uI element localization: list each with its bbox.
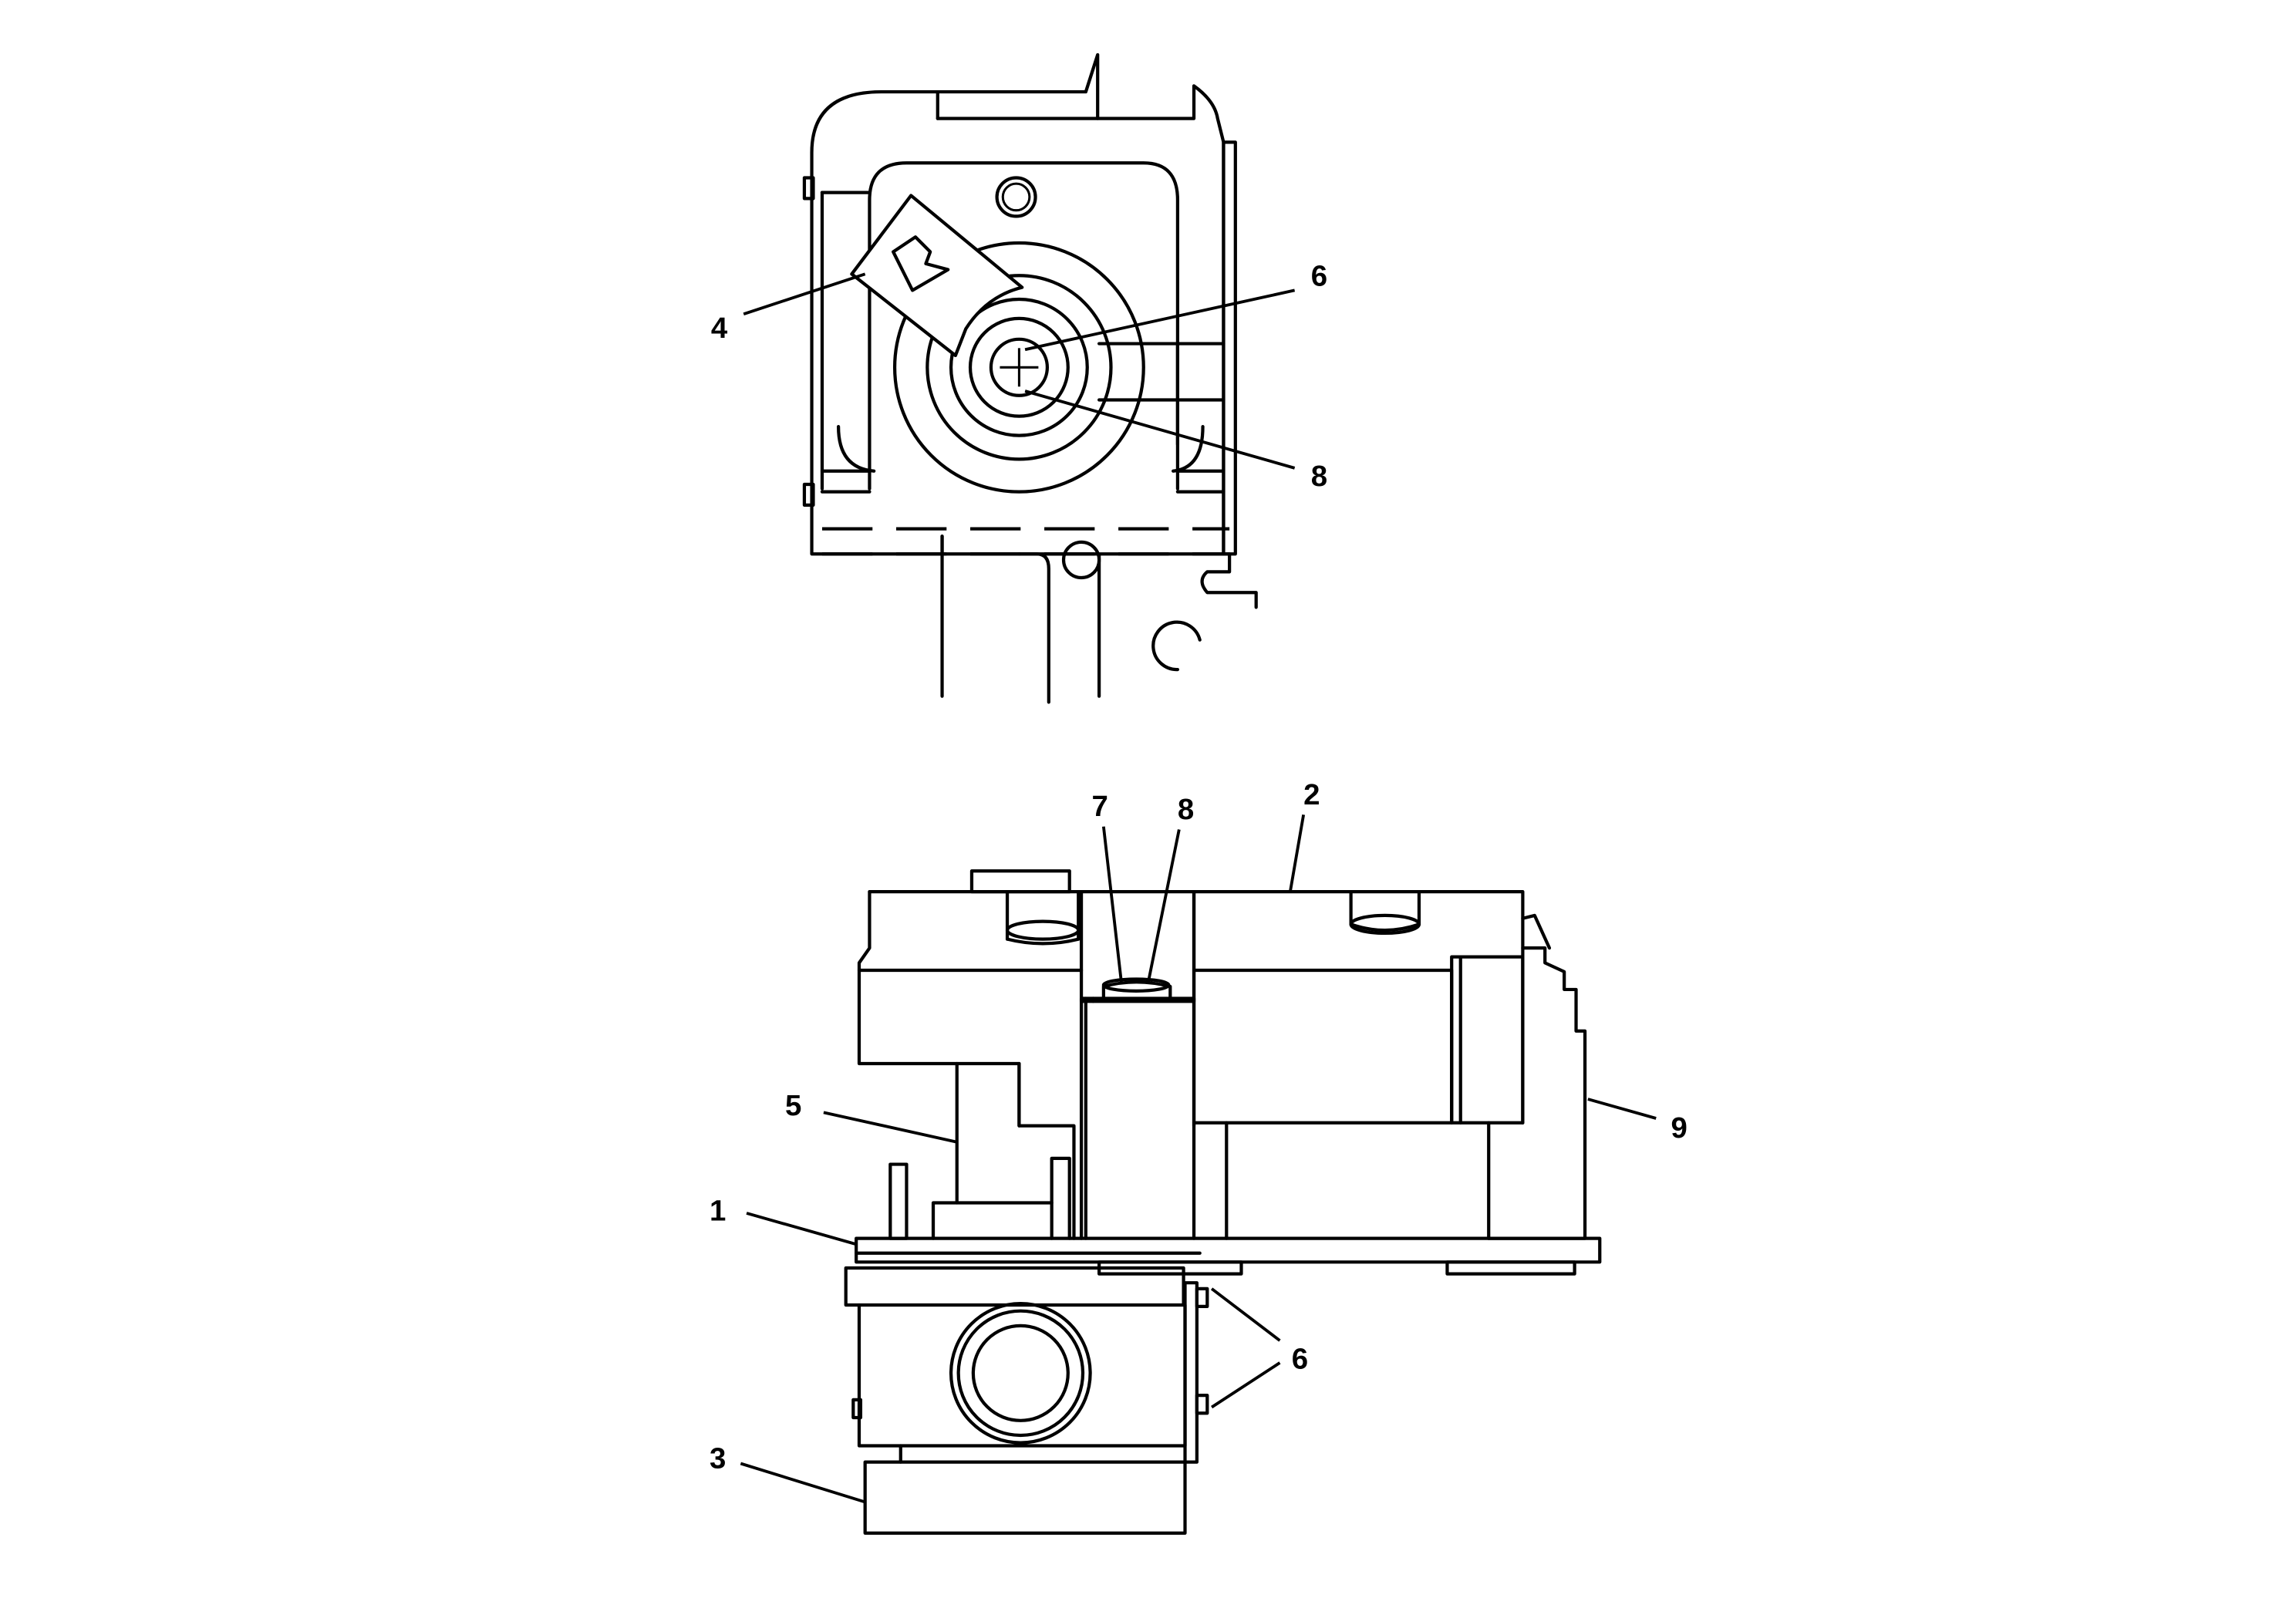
callout-bottom-8: 8 [1178,793,1194,826]
callout-bottom-9: 9 [1671,1111,1687,1145]
bottom-view [844,869,1602,1535]
top-lower-hole [1061,540,1101,580]
top-view [802,52,1258,704]
callout-top-6: 6 [1311,260,1327,293]
top-lower-arc [1151,620,1202,672]
bottom-base-block [863,1460,1187,1535]
bottom-left-post [888,1162,909,1240]
bottom-upper-body [868,890,1587,1240]
top-arrow-symbol [892,235,950,292]
callout-bottom-2: 2 [1303,778,1320,811]
callout-bottom-1: 1 [710,1195,726,1228]
callout-bottom-7: 7 [1092,790,1108,823]
callout-bottom-6: 6 [1292,1343,1308,1376]
leader-lines [740,272,1657,1504]
top-shaft-circle [989,337,1050,397]
callouts: 4 6 8 7 8 2 5 9 1 6 3 [710,260,1687,1475]
bottom-boss-left [1005,919,1081,941]
callout-bottom-5: 5 [785,1089,801,1122]
top-hole [995,176,1037,218]
callout-top-4: 4 [711,312,728,345]
bottom-port-outer [949,1301,1092,1445]
top-outer-circle [892,241,1145,494]
callout-bottom-3: 3 [710,1442,726,1475]
bottom-base-plate [855,1236,1602,1264]
top-housing-outline [810,52,1226,556]
top-inner-recess [868,161,1180,491]
top-right-plate [1222,140,1237,556]
bottom-right-block [1450,955,1525,1125]
callout-top-8: 8 [1311,460,1327,493]
